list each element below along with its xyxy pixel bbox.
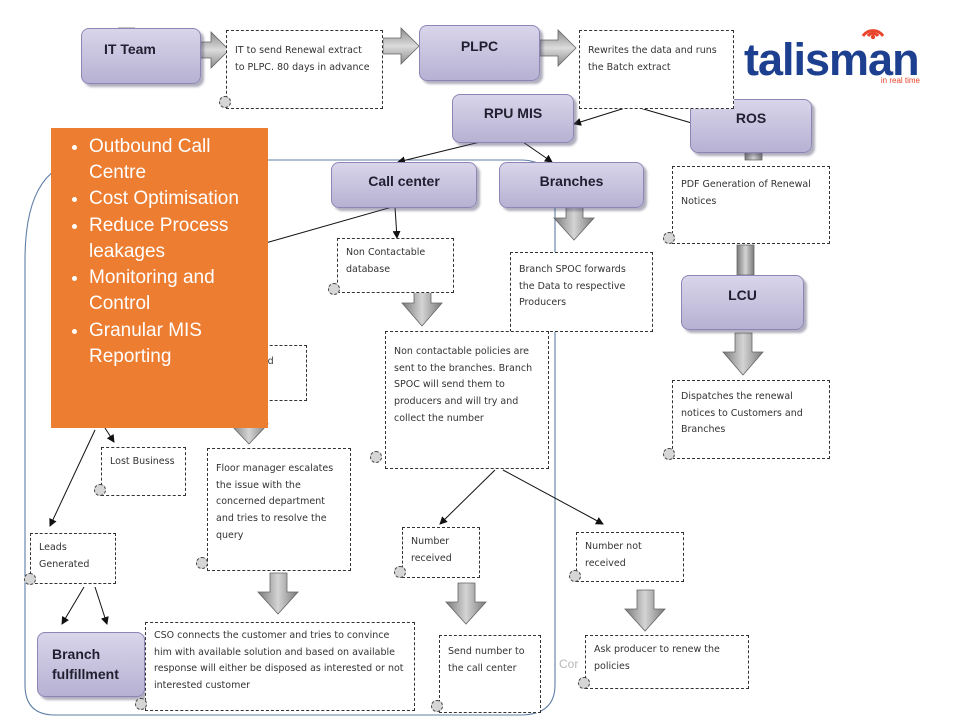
note-curl <box>135 698 147 710</box>
fat-arrow-pdf-to-lcu <box>736 244 755 276</box>
note-pdf-generation: PDF Generation of Renewal Notices <box>672 166 830 244</box>
note-lost-business: Lost Business <box>101 447 186 496</box>
benefits-list: Outbound Call Centre Cost Optimisation R… <box>59 134 260 370</box>
note-curl <box>328 283 340 295</box>
note-leads-generated: Leads Generated <box>30 533 116 584</box>
note-curl <box>370 451 382 463</box>
connector-panel-leads <box>49 429 96 527</box>
note-non-contactable-policies-text: Non contactable policies are sent to the… <box>394 346 533 424</box>
node-call-center: Call center <box>331 162 477 208</box>
connector-batch-rpu <box>573 107 626 126</box>
benefit-item: Monitoring and Control <box>89 265 260 317</box>
note-number-received: Number received <box>402 527 480 578</box>
note-branch-spoc: Branch SPOC forwards the Data to respect… <box>510 252 653 332</box>
note-number-received-text: Number received <box>411 536 452 564</box>
fat-arrow-numreceived-send <box>445 582 487 625</box>
benefit-item: Reduce Process leakages <box>89 213 260 265</box>
connector-policies-numreceived <box>439 469 496 525</box>
note-leads-generated-text: Leads Generated <box>39 542 90 570</box>
benefits-callout: Outbound Call Centre Cost Optimisation R… <box>51 128 268 428</box>
node-branches: Branches <box>499 162 644 208</box>
node-it-team: IT Team <box>81 28 201 84</box>
brand-wordmark: talisman <box>744 34 920 85</box>
note-curl <box>431 700 443 712</box>
connector-callcenter-left <box>254 206 393 247</box>
benefit-item: Outbound Call Centre <box>89 134 260 186</box>
note-curl <box>663 448 675 460</box>
note-curl <box>578 677 590 689</box>
note-number-not-received-text: Number not received <box>585 541 642 569</box>
note-pdf-generation-text: PDF Generation of Renewal Notices <box>681 179 811 207</box>
fat-arrow-numnot-ask <box>624 589 666 632</box>
benefit-item: Granular MIS Reporting <box>89 318 260 370</box>
node-it-team-label: IT Team <box>104 41 156 57</box>
fat-arrow-note-to-plpc <box>382 27 420 65</box>
node-ros-label: ROS <box>735 110 767 126</box>
node-plpc-label: PLPC <box>460 38 499 54</box>
note-floor-manager-text: Floor manager escalates the issue with t… <box>216 463 334 541</box>
benefit-item: Cost Optimisation <box>89 186 260 212</box>
node-branches-label: Branches <box>539 173 604 189</box>
note-number-not-received: Number not received <box>576 532 684 582</box>
note-floor-manager: Floor manager escalates the issue with t… <box>207 448 351 571</box>
note-ask-producer: Ask producer to renew the policies <box>585 635 749 689</box>
note-ask-producer-text: Ask producer to renew the policies <box>594 644 720 672</box>
connector-rpu-callcenter <box>397 141 481 165</box>
note-batch-extract: Rewrites the data and runs the Batch ext… <box>579 30 734 109</box>
note-curl <box>394 566 406 578</box>
note-non-contactable-policies: Non contactable policies are sent to the… <box>385 331 549 469</box>
connector-rpu-branches <box>522 141 553 163</box>
connector-leads-fulfillment-2 <box>94 586 109 625</box>
fat-arrow-plpc-to-batch <box>539 29 577 67</box>
fat-arrow-lcu-down <box>722 332 764 376</box>
note-send-number: Send number to the call center <box>439 635 541 713</box>
connector-policies-numnotreceived <box>502 469 604 525</box>
note-curl <box>219 96 231 108</box>
connector-callcenter-db <box>392 206 401 239</box>
signal-icon <box>861 29 885 40</box>
note-dispatches-text: Dispatches the renewal notices to Custom… <box>681 391 803 436</box>
node-lcu: LCU <box>681 275 804 330</box>
node-call-center-label: Call center <box>368 173 440 189</box>
node-branch-fulfillment-label: Branch fulfillment <box>52 645 119 682</box>
note-cso-connects: CSO connects the customer and tries to c… <box>145 622 415 711</box>
note-batch-extract-text: Rewrites the data and runs the Batch ext… <box>588 45 717 73</box>
node-branch-fulfillment: Branch fulfillment <box>37 632 145 697</box>
note-dispatches: Dispatches the renewal notices to Custom… <box>672 380 830 459</box>
node-rpu-mis: RPU MIS <box>452 94 574 143</box>
note-non-contactable-db-text: Non Contactable database <box>346 247 426 275</box>
note-curl <box>24 573 36 585</box>
fat-arrow-floor-cso <box>257 572 299 615</box>
note-send-number-text: Send number to the call center <box>448 646 525 674</box>
note-cso-connects-text: CSO connects the customer and tries to c… <box>154 630 404 691</box>
node-rpu-mis-label: RPU MIS <box>483 105 543 121</box>
note-renewal-extract-text: IT to send Renewal extract to PLPC. 80 d… <box>235 45 370 73</box>
brand-tagline: in real time <box>880 76 920 85</box>
note-curl <box>196 557 208 569</box>
note-non-contactable-db: Non Contactable database <box>337 238 454 293</box>
note-curl <box>94 484 106 496</box>
node-plpc: PLPC <box>419 25 540 81</box>
note-branch-spoc-text: Branch SPOC forwards the Data to respect… <box>519 264 626 309</box>
note-curl <box>663 232 675 244</box>
note-curl <box>569 570 581 582</box>
connector-leads-fulfillment-1 <box>61 586 85 625</box>
background-partial-text: Cor <box>559 657 579 671</box>
connector-panel-lost <box>104 427 115 443</box>
node-lcu-label: LCU <box>728 287 757 303</box>
brand-logo: talisman in real time <box>744 18 944 85</box>
note-lost-business-text: Lost Business <box>110 456 175 467</box>
note-renewal-extract: IT to send Renewal extract to PLPC. 80 d… <box>226 30 383 109</box>
